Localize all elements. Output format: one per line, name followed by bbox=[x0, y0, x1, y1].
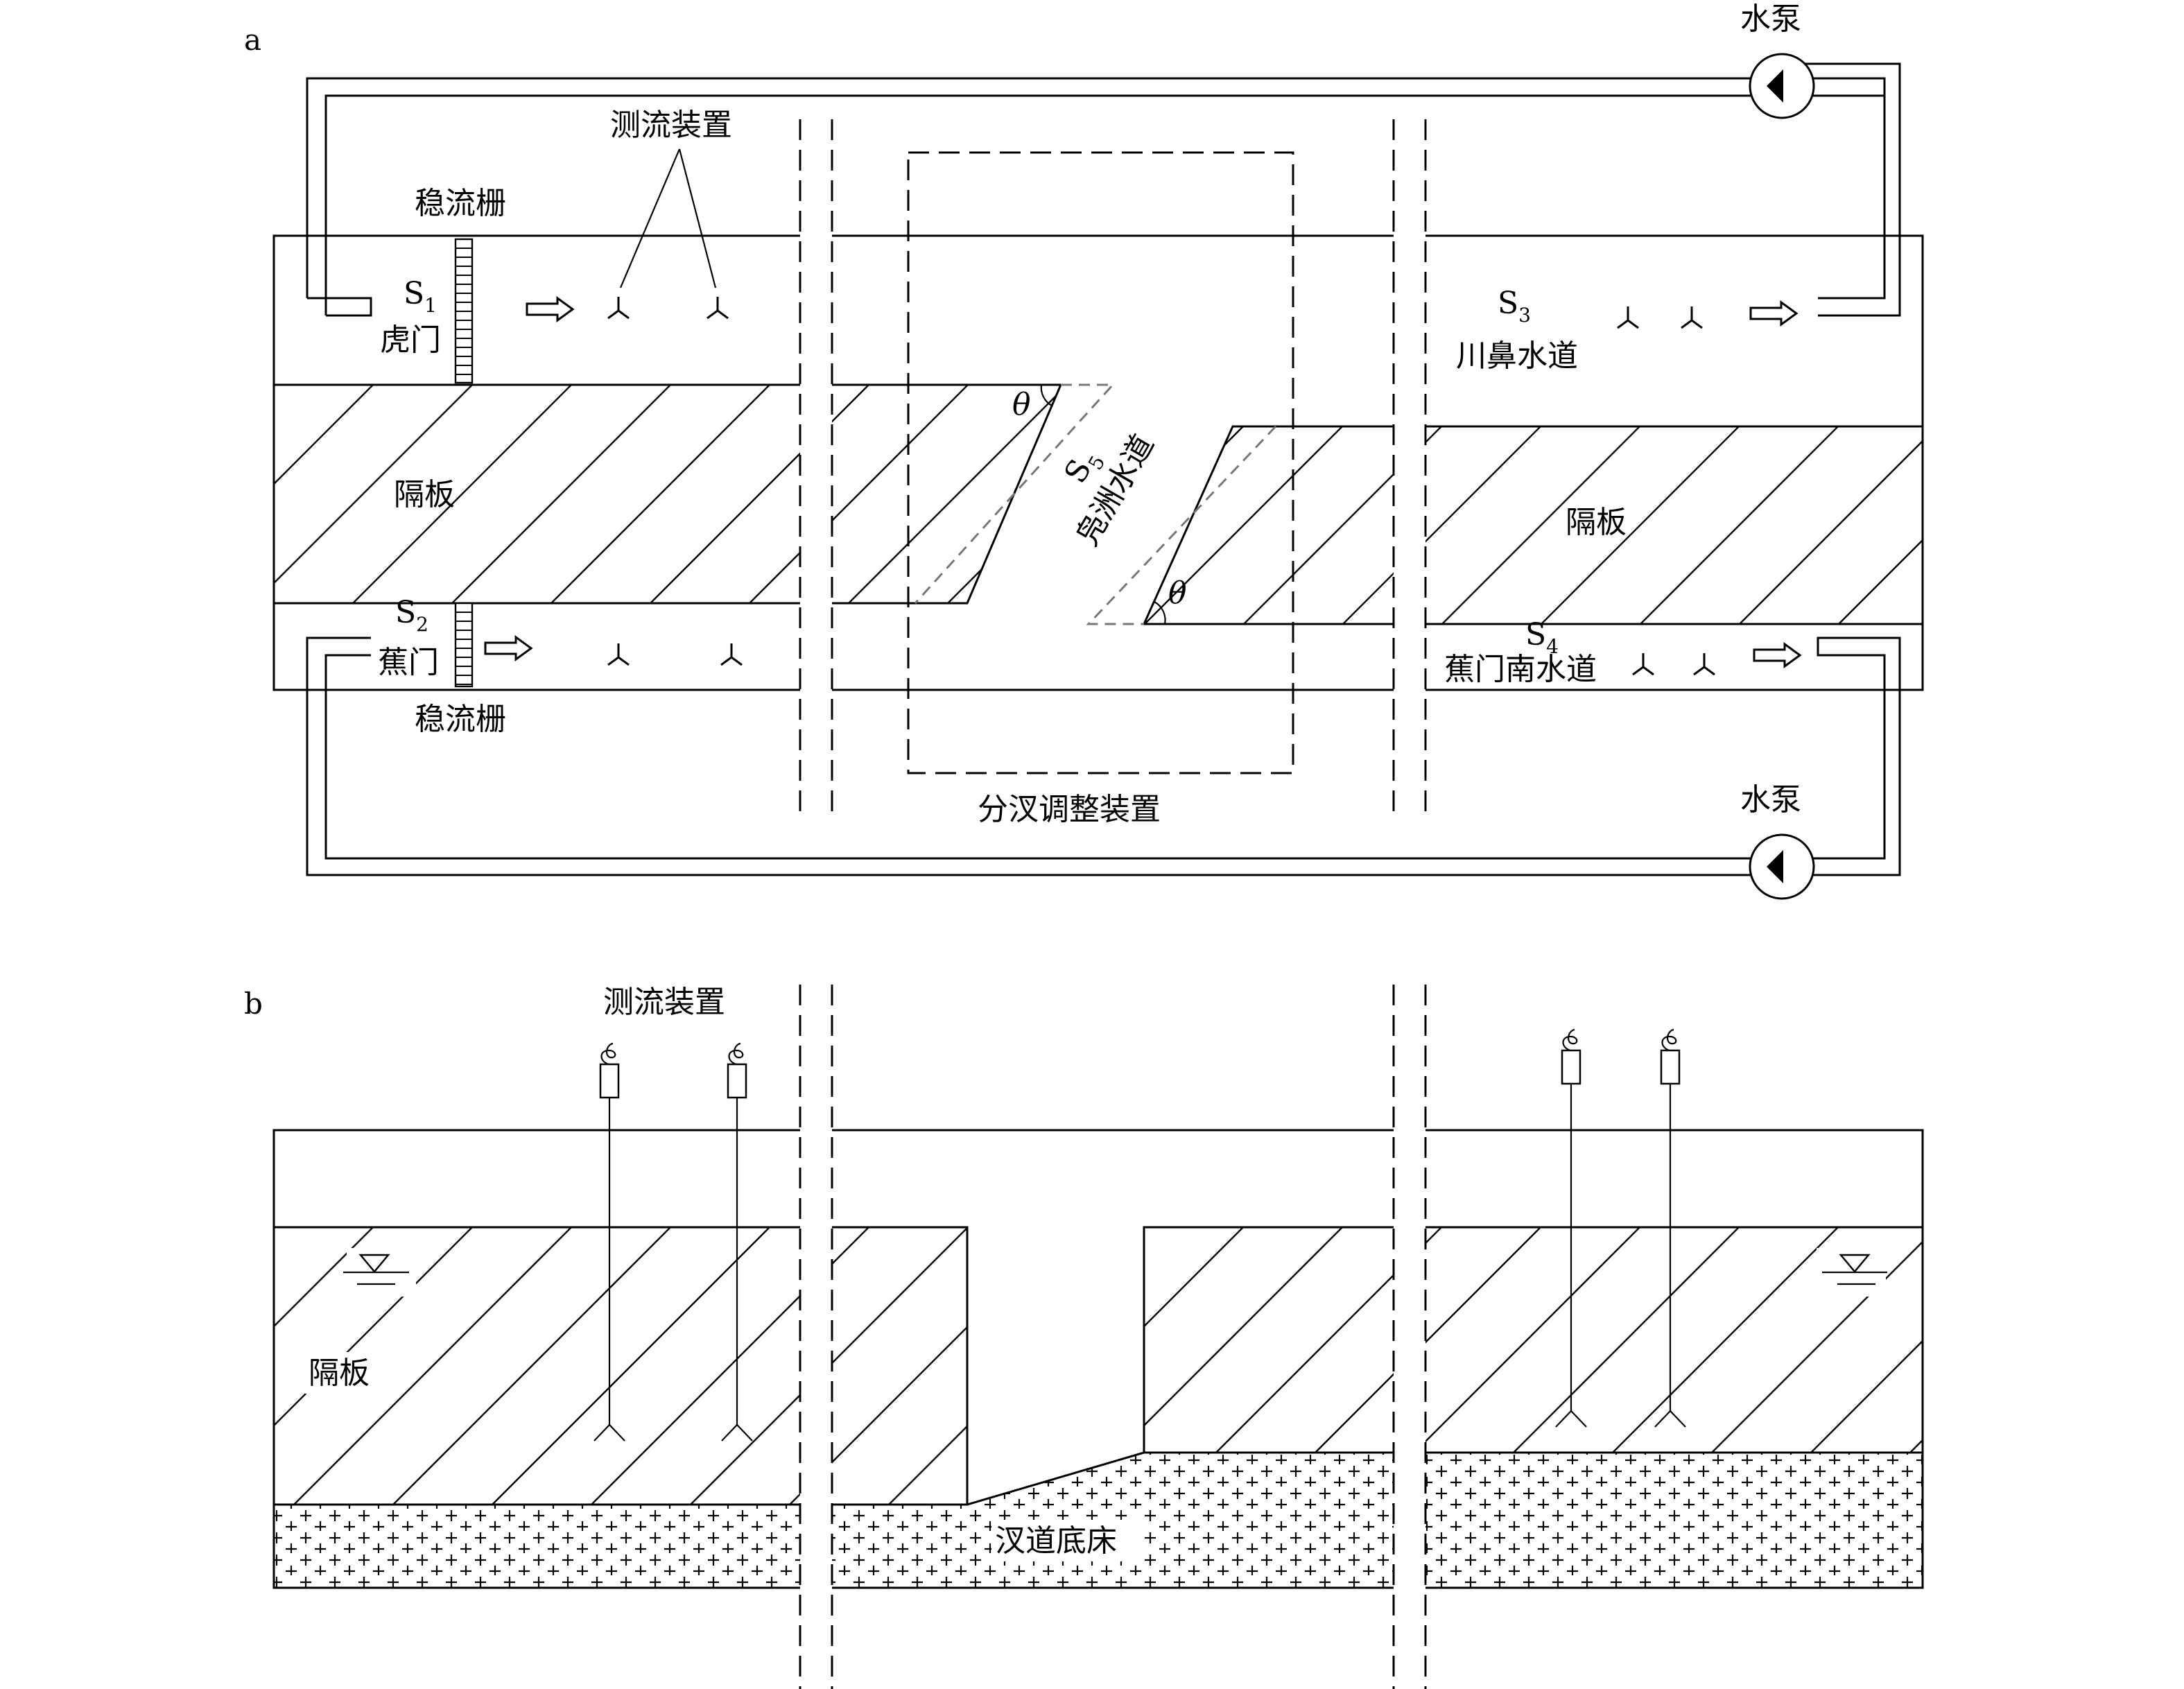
meter-s1-a bbox=[607, 295, 630, 320]
partition-right bbox=[1142, 425, 1924, 625]
water-level-symbol-left bbox=[343, 1248, 416, 1297]
pump-top: 水泵 bbox=[1740, 1, 1815, 119]
meter-s2-b bbox=[720, 642, 743, 666]
theta-bottom-label: θ bbox=[1168, 575, 1187, 611]
stabilizer-top-label: 稳流栅 bbox=[415, 186, 506, 221]
bed-label: 汊道底床 bbox=[995, 1523, 1117, 1559]
return-pipe-top bbox=[306, 62, 1901, 317]
partition-block-right bbox=[1143, 1226, 1924, 1454]
pump-top-label: 水泵 bbox=[1740, 1, 1801, 37]
meter-s1-b bbox=[706, 295, 729, 320]
adjuster-label: 分汊调整装置 bbox=[978, 792, 1161, 827]
flow-arrow-s1 bbox=[526, 297, 574, 322]
theta-arc-bottom bbox=[1154, 601, 1166, 625]
probe-1 bbox=[593, 1042, 625, 1441]
flow-arrow-s2 bbox=[484, 636, 532, 661]
s1-label: S1 bbox=[404, 276, 437, 317]
meter-s4-a bbox=[1631, 652, 1655, 676]
theta-arc-top bbox=[1040, 384, 1052, 406]
flow-straightener-top bbox=[454, 238, 474, 384]
flow-meters-label-a: 测流装置 bbox=[610, 107, 732, 143]
probe-4 bbox=[1654, 1028, 1686, 1428]
flow-meters-label-b: 测流装置 bbox=[603, 985, 725, 1020]
probe-3 bbox=[1555, 1028, 1587, 1428]
partition-right-label: 隔板 bbox=[1566, 505, 1627, 540]
partition-left-label: 隔板 bbox=[394, 477, 455, 512]
s2-label: S2 bbox=[395, 595, 428, 636]
meter-s3-a bbox=[1616, 305, 1640, 329]
panel-a: a 水泵 水泵 bbox=[244, 1, 1924, 900]
panel-a-letter: a bbox=[244, 23, 261, 57]
s4-label: S4 bbox=[1525, 617, 1559, 658]
fuzhou-label: 凫洲水道 bbox=[1069, 428, 1161, 552]
alt-angle-outline-bottom bbox=[1086, 425, 1277, 625]
flow-straightener-bottom bbox=[454, 602, 474, 688]
meter-s4-b bbox=[1692, 652, 1716, 676]
break-lines-a bbox=[799, 119, 1427, 815]
partition-label-b: 隔板 bbox=[309, 1355, 370, 1391]
flow-arrow-s3 bbox=[1749, 301, 1798, 326]
s3-label: S3 bbox=[1498, 286, 1531, 327]
pump-bottom-label: 水泵 bbox=[1740, 782, 1801, 817]
panel-b: b bbox=[244, 985, 1924, 1689]
stabilizer-bottom-label: 稳流栅 bbox=[415, 702, 506, 737]
panel-b-letter: b bbox=[244, 987, 263, 1021]
water-level-symbol-right bbox=[1817, 1248, 1887, 1297]
chuanbi-label: 川鼻水道 bbox=[1456, 338, 1578, 374]
flow-arrow-s4 bbox=[1753, 643, 1801, 668]
humen-label: 虎门 bbox=[380, 322, 441, 358]
return-pipe-bottom bbox=[306, 636, 1901, 876]
meter-s2-a bbox=[607, 642, 630, 666]
theta-top-label: θ bbox=[1012, 387, 1031, 422]
meter-leader-lines bbox=[619, 148, 717, 288]
s5-label-group: S5 凫洲水道 bbox=[1057, 428, 1161, 552]
jiaomen-label: 蕉门 bbox=[378, 645, 439, 680]
break-lines-b bbox=[799, 985, 1427, 1689]
jiaomen-south-label: 蕉门南水道 bbox=[1444, 652, 1597, 687]
adjuster-box bbox=[907, 151, 1294, 774]
pump-bottom: 水泵 bbox=[1740, 782, 1815, 900]
probe-2 bbox=[721, 1042, 753, 1441]
meter-s3-b bbox=[1680, 305, 1704, 329]
